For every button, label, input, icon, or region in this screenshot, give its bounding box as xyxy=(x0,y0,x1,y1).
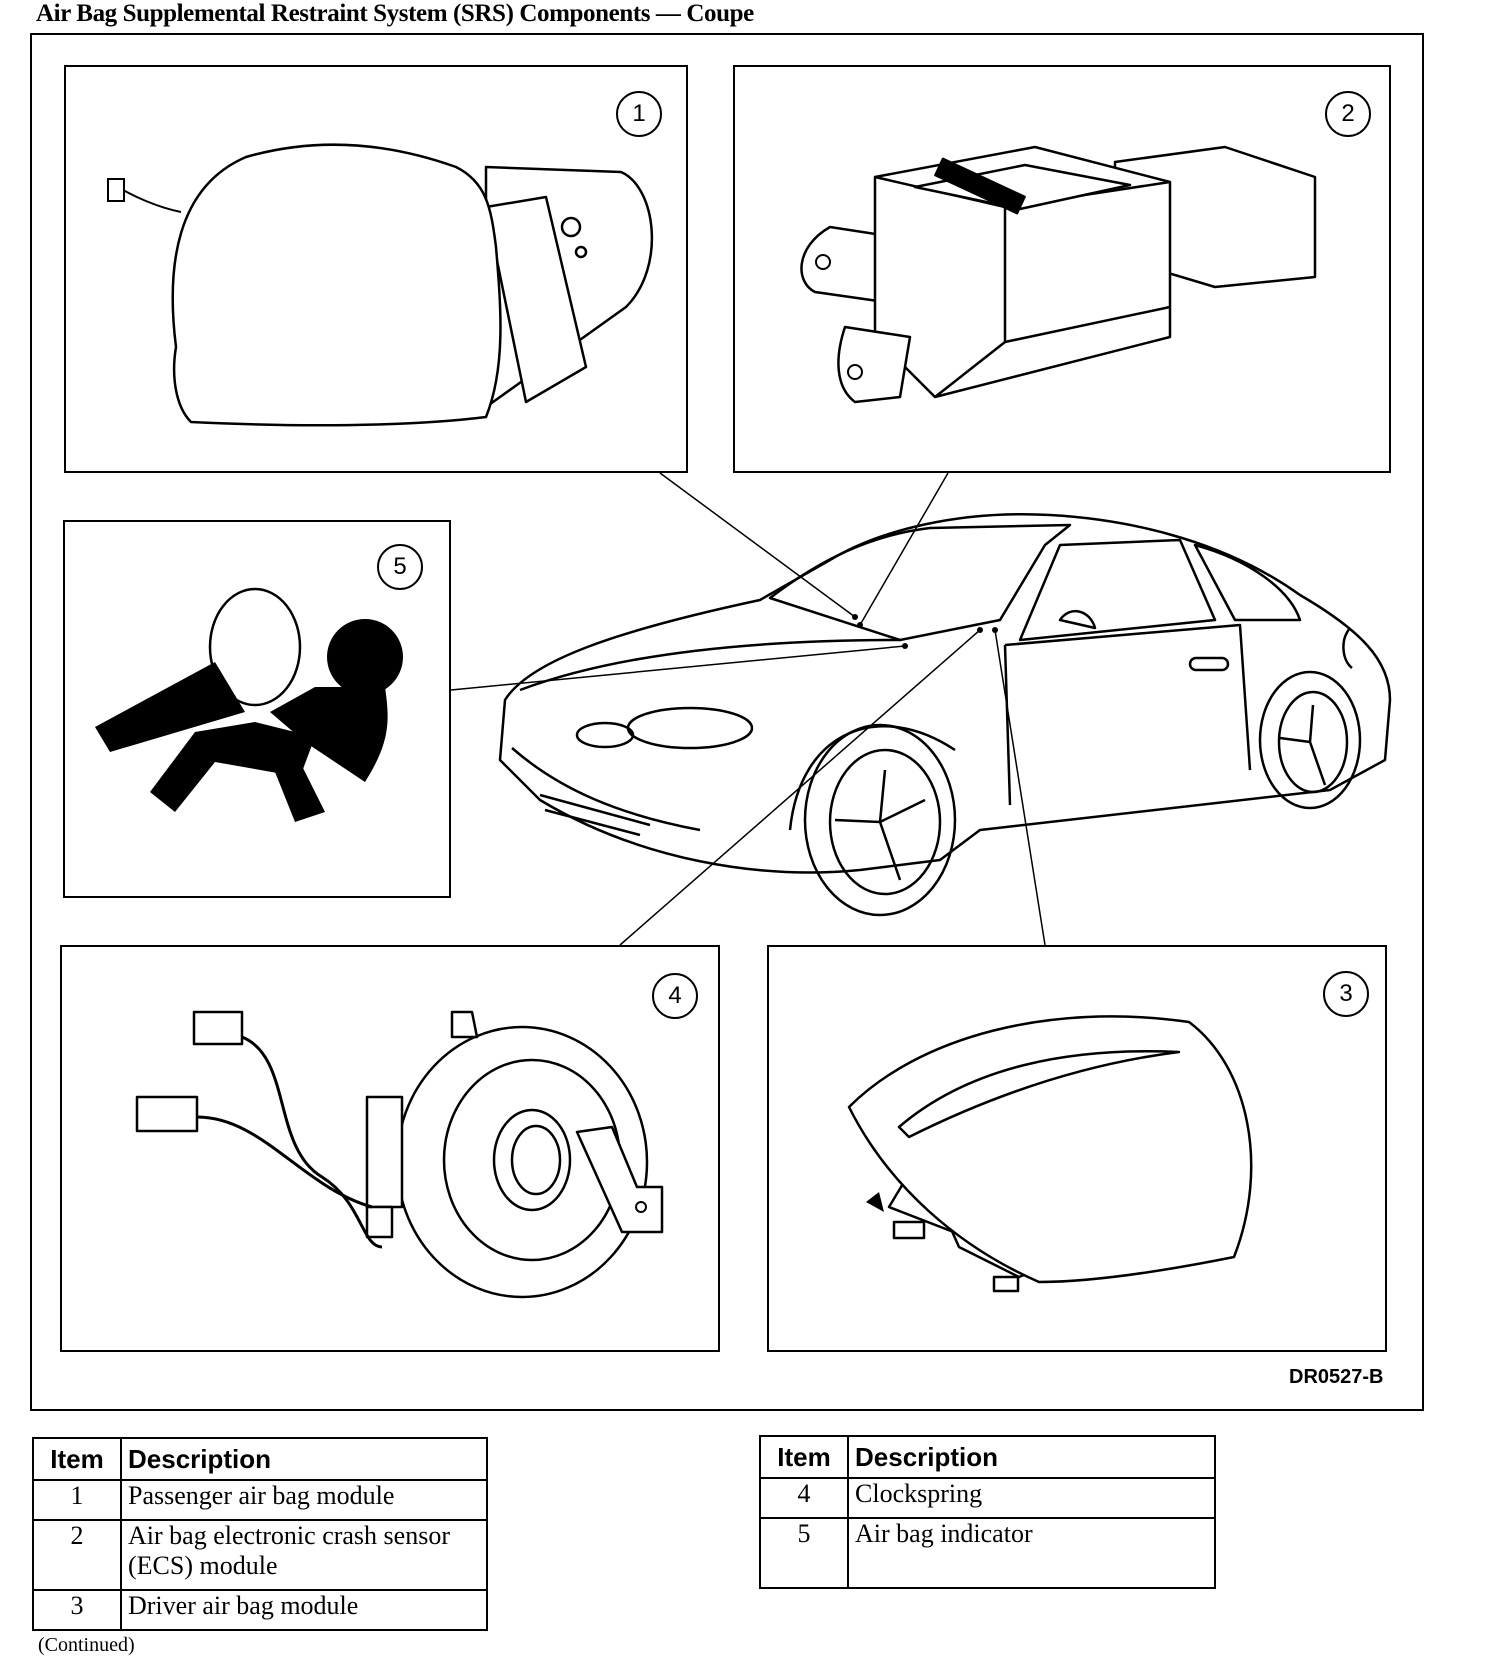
callout-3: 3 xyxy=(1323,971,1369,1017)
panel-driver-airbag-module: 3 xyxy=(767,945,1387,1352)
legend-item-number: 1 xyxy=(32,1479,122,1521)
legend-header-row: Item Description xyxy=(759,1435,1216,1479)
legend-header-row: Item Description xyxy=(32,1437,488,1481)
legend-row: 1 Passenger air bag module xyxy=(32,1479,488,1521)
passenger-airbag-module-icon xyxy=(107,143,654,427)
legend-item-description: Air bag electronic crash sensor (ECS) mo… xyxy=(120,1519,488,1591)
legend-row: 3 Driver air bag module xyxy=(32,1589,488,1631)
legend-row: 4 Clockspring xyxy=(759,1477,1216,1519)
legend-item-description: Air bag indicator xyxy=(847,1517,1216,1589)
legend-item-number: 4 xyxy=(759,1477,849,1519)
legend-item-description: Passenger air bag module xyxy=(120,1479,488,1521)
legend-header-item: Item xyxy=(759,1435,849,1479)
callout-2: 2 xyxy=(1325,91,1371,137)
callout-4: 4 xyxy=(652,973,698,1019)
legend-table-left: Item Description 1 Passenger air bag mod… xyxy=(32,1437,488,1631)
legend-table-right: Item Description 4 Clockspring 5 Air bag… xyxy=(759,1435,1216,1589)
panel-airbag-indicator: 5 xyxy=(63,520,451,898)
legend-row: 2 Air bag electronic crash sensor (ECS) … xyxy=(32,1519,488,1591)
legend-item-description: Clockspring xyxy=(847,1477,1216,1519)
airbag-indicator-icon xyxy=(95,587,403,822)
continued-note: (Continued) xyxy=(38,1634,135,1656)
page-title: Air Bag Supplemental Restraint System (S… xyxy=(36,0,754,27)
figure-code: DR0527-B xyxy=(1289,1366,1384,1388)
callout-5: 5 xyxy=(377,544,423,590)
legend-header-description: Description xyxy=(847,1435,1216,1479)
crash-sensor-module-icon xyxy=(800,145,1317,404)
legend-header-item: Item xyxy=(32,1437,122,1481)
legend-row: 5 Air bag indicator xyxy=(759,1517,1216,1589)
clockspring-icon xyxy=(135,1010,664,1299)
figure-frame xyxy=(30,33,1424,1411)
panel-clockspring: 4 xyxy=(60,945,720,1352)
legend-item-number: 2 xyxy=(32,1519,122,1591)
callout-1: 1 xyxy=(616,91,662,137)
legend-item-number: 5 xyxy=(759,1517,849,1589)
driver-airbag-module-icon xyxy=(847,1015,1253,1293)
panel-passenger-airbag-module: 1 xyxy=(64,65,688,473)
panel-crash-sensor-module: 2 xyxy=(733,65,1391,473)
legend-item-description: Driver air bag module xyxy=(120,1589,488,1631)
legend-item-number: 3 xyxy=(32,1589,122,1631)
legend-header-description: Description xyxy=(120,1437,488,1481)
